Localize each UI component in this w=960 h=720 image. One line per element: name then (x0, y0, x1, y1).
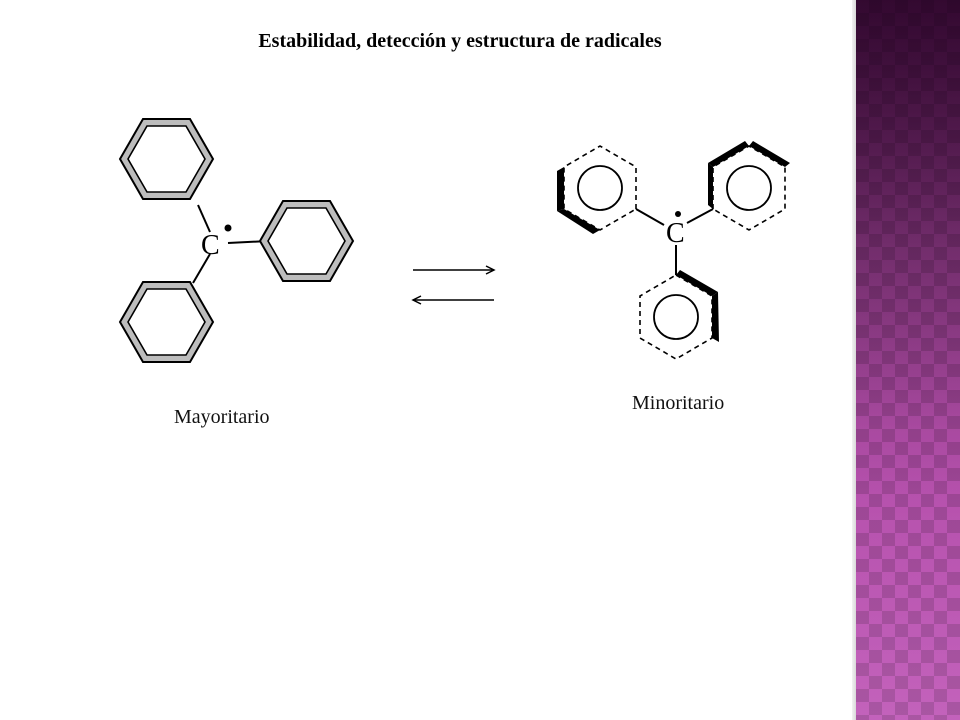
radical-dot-major (224, 224, 232, 232)
bond-minor-right (686, 208, 714, 224)
radical-equilibrium-diagram: C (118, 118, 790, 363)
side-panel-edge (852, 0, 856, 720)
bond-minor-left (635, 208, 665, 226)
atom-label-major: C (201, 230, 220, 261)
slide-title: Estabilidad, detección y estructura de r… (258, 30, 662, 52)
reverse-arrow (411, 295, 494, 305)
phenyl-ring-minor-left (557, 145, 637, 234)
phenyl-ring-major-right (258, 200, 355, 282)
molecule-major: C (118, 118, 355, 363)
phenyl-ring-minor-bottom (639, 270, 719, 360)
equilibrium-arrows (411, 265, 496, 305)
phenyl-ring-major-bottom (118, 281, 215, 363)
phenyl-ring-minor-right (708, 141, 790, 231)
radical-dot-minor (675, 211, 681, 217)
bond-major-top (197, 204, 211, 233)
caption-minor: Minoritario (632, 392, 725, 414)
caption-major: Mayoritario (174, 406, 270, 428)
bond-major-bottom (192, 253, 211, 284)
atom-label-minor: C (666, 218, 685, 249)
decorative-side-panel (856, 0, 960, 720)
phenyl-ring-major-top (118, 118, 215, 200)
forward-arrow (413, 265, 496, 275)
molecule-minor: C (557, 141, 790, 360)
